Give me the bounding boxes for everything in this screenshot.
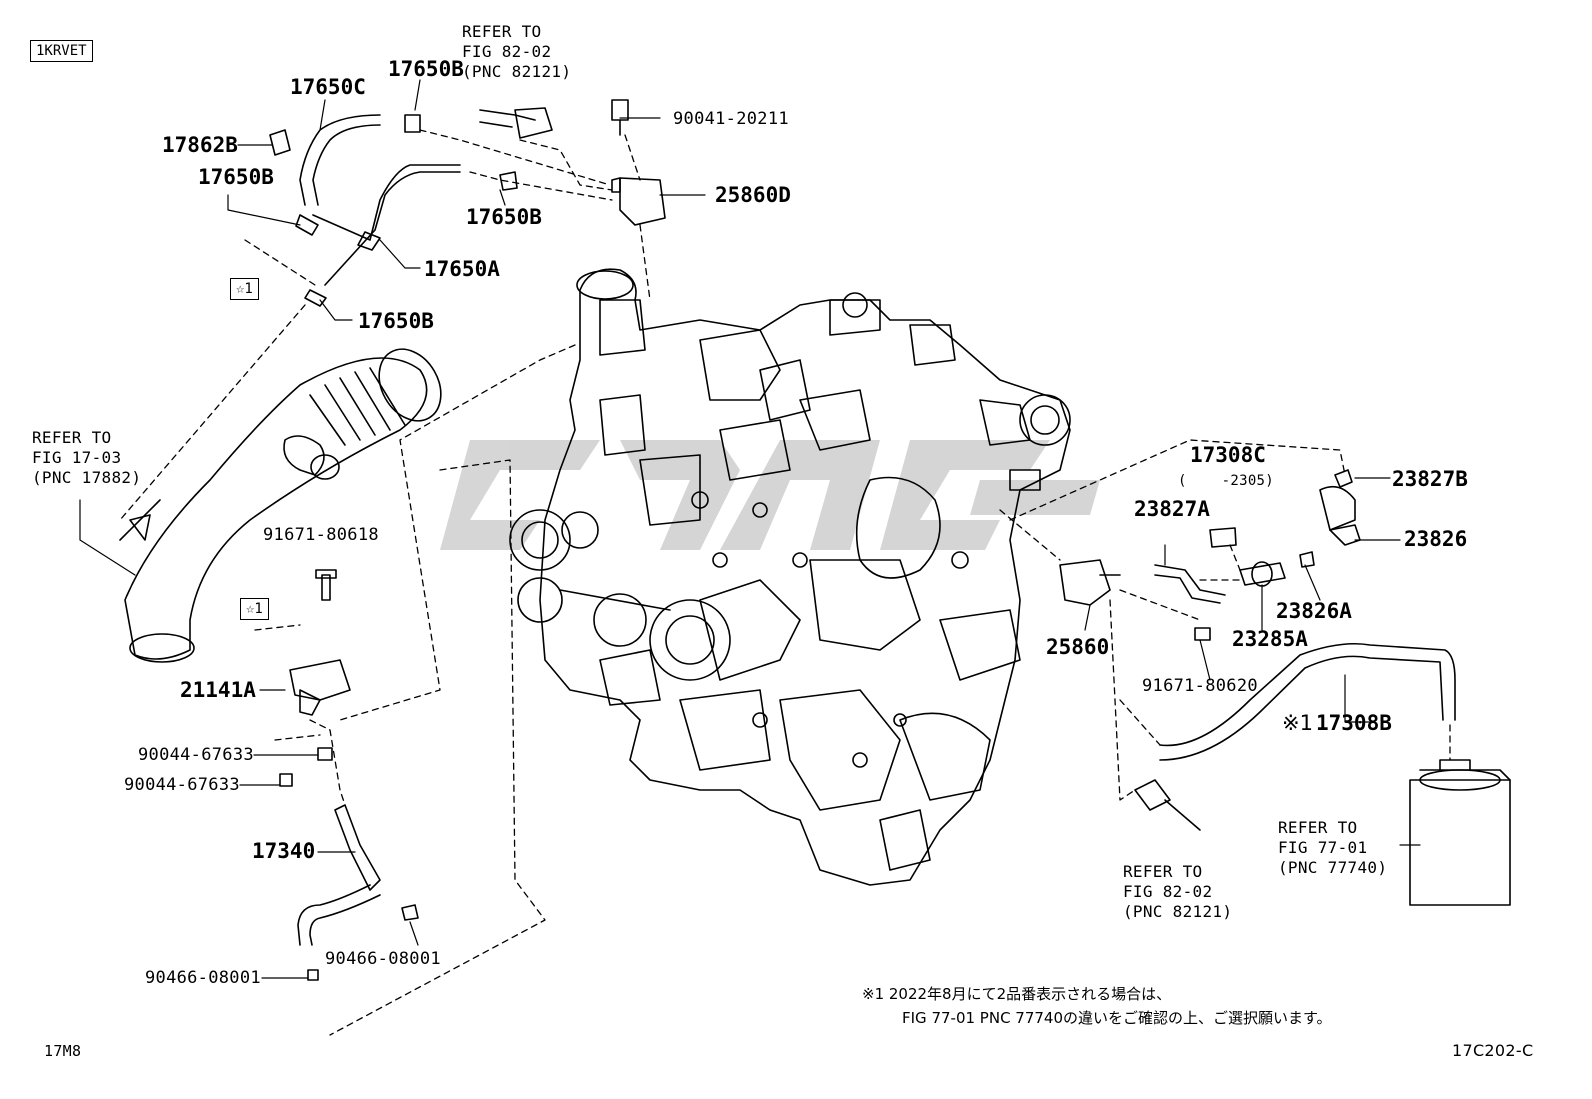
callout-17308B: 17308B xyxy=(1316,711,1392,735)
callout-90041-20211: 90041-20211 xyxy=(673,109,789,129)
callout-91671-80620: 91671-80620 xyxy=(1142,676,1258,696)
pcv-hose-assembly xyxy=(279,569,419,981)
callout-25860D: 25860D xyxy=(715,183,791,207)
footnote-line-2: FIG 77-01 PNC 77740の違いをご確認の上、ご選択願います。 xyxy=(902,1009,1332,1027)
evap-components xyxy=(1059,469,1511,906)
engine-assembly xyxy=(509,268,1071,886)
star-marker-top: ☆1 xyxy=(230,278,259,300)
callout-23285A: 23285A xyxy=(1232,627,1308,651)
callout-17650B-top: 17650B xyxy=(388,57,464,81)
callout-17340: 17340 xyxy=(252,839,316,863)
callout-90044-67633-a: 90044-67633 xyxy=(138,745,254,765)
callout-leaders xyxy=(79,79,1421,979)
engine-code-badge: 1KRVET xyxy=(30,40,93,62)
callout-17308C: 17308C xyxy=(1190,443,1266,467)
callout-90044-67633-b: 90044-67633 xyxy=(124,775,240,795)
dashed-leaders xyxy=(119,129,1451,1036)
callout-23826A: 23826A xyxy=(1276,599,1352,623)
watermark xyxy=(440,440,1100,550)
reference-left: REFER TO FIG 17-03 (PNC 17882) xyxy=(32,428,142,487)
callout-17650A: 17650A xyxy=(424,257,500,281)
star-marker-mid: ☆1 xyxy=(240,598,269,620)
callout-21141A: 21141A xyxy=(180,678,256,702)
page-code: 17M8 xyxy=(44,1042,82,1060)
callout-17650B-low: 17650B xyxy=(358,309,434,333)
air-intake-hose xyxy=(119,348,442,663)
callout-23827B: 23827B xyxy=(1392,467,1468,491)
callout-90466-08001-b: 90466-08001 xyxy=(145,968,261,988)
callout-23826: 23826 xyxy=(1404,527,1468,551)
callout-17308C-range: ( -2305) xyxy=(1178,473,1275,489)
reference-top: REFER TO FIG 82-02 (PNC 82121) xyxy=(462,22,572,81)
callout-17650C: 17650C xyxy=(290,75,366,99)
figure-code: 17C202-C xyxy=(1452,1041,1534,1060)
vacuum-hoses-top xyxy=(269,99,666,307)
callout-91671-80618: 91671-80618 xyxy=(263,525,379,545)
callout-23827A: 23827A xyxy=(1134,497,1210,521)
callout-25860: 25860 xyxy=(1046,635,1110,659)
callout-17862B: 17862B xyxy=(162,133,238,157)
callout-90466-08001-a: 90466-08001 xyxy=(325,949,441,969)
callout-17650B-mid: 17650B xyxy=(466,205,542,229)
reference-bottom-right: REFER TO FIG 77-01 (PNC 77740) xyxy=(1278,818,1388,877)
footnote-line-1: ※1 2022年8月にて2品番表示される場合は、 xyxy=(862,985,1172,1003)
reference-bottom-mid: REFER TO FIG 82-02 (PNC 82121) xyxy=(1123,862,1233,921)
callout-17308B-mark: ※1 xyxy=(1282,711,1313,735)
callout-17650B-left: 17650B xyxy=(198,165,274,189)
